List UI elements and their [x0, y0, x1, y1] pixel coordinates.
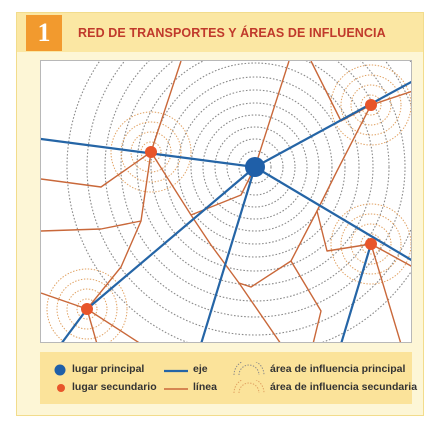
secondary-rings-left	[110, 111, 192, 193]
main-ring	[177, 89, 333, 245]
main-ring	[238, 150, 272, 184]
main-ring	[86, 61, 411, 336]
line	[86, 308, 98, 342]
axis	[61, 307, 89, 342]
secondary-rings-right	[330, 203, 411, 285]
main-ring	[226, 138, 284, 196]
line	[370, 243, 411, 267]
secondary-place-node	[145, 146, 157, 158]
line	[86, 151, 152, 310]
figure-header	[16, 12, 424, 52]
main-ring	[66, 61, 411, 342]
secondary-rings-bottom-left	[46, 268, 128, 342]
secondary-place-node	[365, 238, 377, 250]
line	[150, 61, 182, 153]
network-diagram	[41, 61, 411, 342]
line-symbol	[164, 388, 188, 390]
line	[41, 292, 88, 310]
main-ring	[104, 61, 406, 318]
legend-line: línea	[193, 381, 217, 393]
line	[86, 308, 140, 342]
main-influence-area	[66, 61, 411, 342]
axis	[200, 165, 257, 342]
axis	[253, 80, 411, 169]
secondary-place-node	[365, 99, 377, 111]
legend-secondary-area: área de influencia secundaria	[270, 381, 418, 393]
legend: lugar principal lugar secundario eje lín…	[40, 352, 417, 404]
main-ring	[136, 61, 374, 286]
axis	[340, 242, 373, 342]
main-area-symbol	[233, 362, 265, 376]
line	[150, 151, 281, 342]
secondary-area-symbol	[233, 380, 265, 394]
axis-symbol	[164, 369, 188, 373]
legend-main-area: área de influencia principal	[270, 363, 406, 375]
line	[41, 151, 152, 188]
line	[310, 61, 372, 122]
secondary-place-symbol	[57, 384, 65, 392]
transport-lines	[41, 61, 411, 342]
legend-main-place: lugar principal	[72, 363, 145, 375]
figure-number: 1	[26, 15, 62, 51]
axis	[85, 165, 257, 311]
main-ring	[164, 76, 346, 258]
main-ring	[150, 62, 360, 272]
main-place-node	[245, 157, 265, 177]
figure-title: RED DE TRANSPORTES Y ÁREAS DE INFLUENCIA	[78, 26, 386, 40]
legend-axis: eje	[193, 363, 208, 375]
main-ring	[202, 114, 308, 220]
main-ring	[190, 102, 320, 232]
line	[370, 243, 402, 342]
transport-axes	[41, 80, 411, 342]
line	[290, 260, 322, 342]
legend-secondary-place: lugar secundario	[72, 381, 157, 393]
map-area	[40, 60, 412, 343]
line	[370, 90, 411, 106]
line	[238, 210, 318, 288]
main-ring	[214, 126, 296, 208]
secondary-rings-top-right	[330, 64, 411, 146]
secondary-place-node	[81, 303, 93, 315]
secondary-influence-area	[46, 64, 411, 342]
main-place-symbol	[54, 364, 66, 376]
axis	[253, 165, 411, 262]
line	[254, 61, 290, 168]
line	[41, 220, 142, 232]
main-ring	[120, 61, 390, 302]
